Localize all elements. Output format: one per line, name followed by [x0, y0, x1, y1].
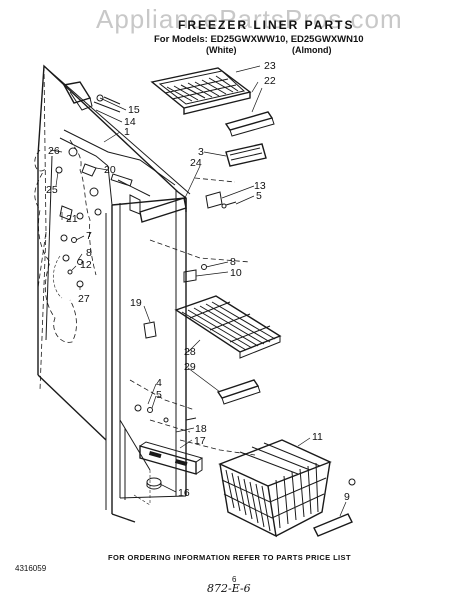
page-title: FREEZER LINER PARTS — [178, 18, 355, 32]
callout-27: 27 — [78, 293, 90, 305]
strip-part-24 — [139, 197, 187, 223]
reference-lines — [37, 65, 256, 506]
clip-part-8-10 — [183, 264, 207, 283]
callout-5: 5 — [256, 190, 262, 202]
callout-1: 1 — [124, 126, 130, 138]
callout-19: 19 — [130, 297, 142, 309]
ordering-note: FOR ORDERING INFORMATION REFER TO PARTS … — [108, 553, 351, 562]
top-bracket-part-14 — [62, 81, 121, 113]
freezer-liner — [37, 64, 191, 523]
handwritten-note: 872-E-6 — [207, 582, 251, 595]
callout-5b: 5 — [156, 389, 162, 401]
top-wire-tray-part-23 — [150, 67, 252, 115]
callout-9: 9 — [344, 491, 350, 503]
models-line: For Models: ED25GWXWW10, ED25GWXWN10 — [154, 34, 364, 45]
callout-labels: 23 22 15 14 1 26 20 25 21 7 8 12 27 3 24… — [46, 60, 350, 503]
watermark: AppliancePartsPros.com — [96, 4, 403, 34]
panel-part-3 — [225, 143, 267, 167]
callout-14: 14 — [124, 116, 136, 128]
cap-part-16 — [146, 477, 162, 490]
color-white-label: (White) — [206, 45, 237, 55]
callout-16: 16 — [178, 487, 190, 499]
fastener-part-19 — [143, 321, 157, 339]
shelf-trim-part-22 — [224, 111, 275, 137]
callout-22: 22 — [264, 75, 276, 87]
wire-harness — [34, 139, 97, 343]
callout-29: 29 — [184, 361, 196, 373]
callout-20: 20 — [104, 164, 116, 176]
callout-28: 28 — [184, 346, 196, 358]
freezer-basket-part-11 — [218, 439, 332, 538]
bracket-part-13 — [205, 191, 237, 209]
cover-part-17 — [139, 441, 204, 475]
callout-24: 24 — [190, 157, 202, 169]
document-number: 4316059 — [15, 564, 47, 573]
handle-part-9 — [313, 478, 356, 537]
callout-10: 10 — [230, 267, 242, 279]
color-almond-label: (Almond) — [292, 45, 332, 55]
callout-13: 13 — [254, 180, 266, 192]
hardware-part-4-5 — [134, 404, 197, 423]
callout-21: 21 — [66, 213, 78, 225]
liner-small-parts — [55, 147, 102, 288]
page-number: 6 — [232, 575, 237, 584]
trim-part-29 — [216, 379, 261, 405]
callout-3: 3 — [198, 146, 204, 158]
callout-4: 4 — [156, 377, 162, 389]
wire-shelf-part-28 — [174, 295, 282, 359]
callout-8: 8 — [86, 247, 92, 259]
callout-25: 25 — [46, 184, 58, 196]
callout-17: 17 — [194, 435, 206, 447]
callout-18: 18 — [195, 423, 207, 435]
callout-15: 15 — [128, 104, 140, 116]
callout-11: 11 — [312, 431, 323, 443]
callout-8b: 8 — [230, 256, 236, 268]
callout-7: 7 — [86, 230, 92, 242]
leader-lines — [49, 65, 347, 517]
callout-23: 23 — [264, 60, 276, 72]
callout-26: 26 — [48, 145, 60, 157]
callout-12: 12 — [80, 259, 92, 271]
